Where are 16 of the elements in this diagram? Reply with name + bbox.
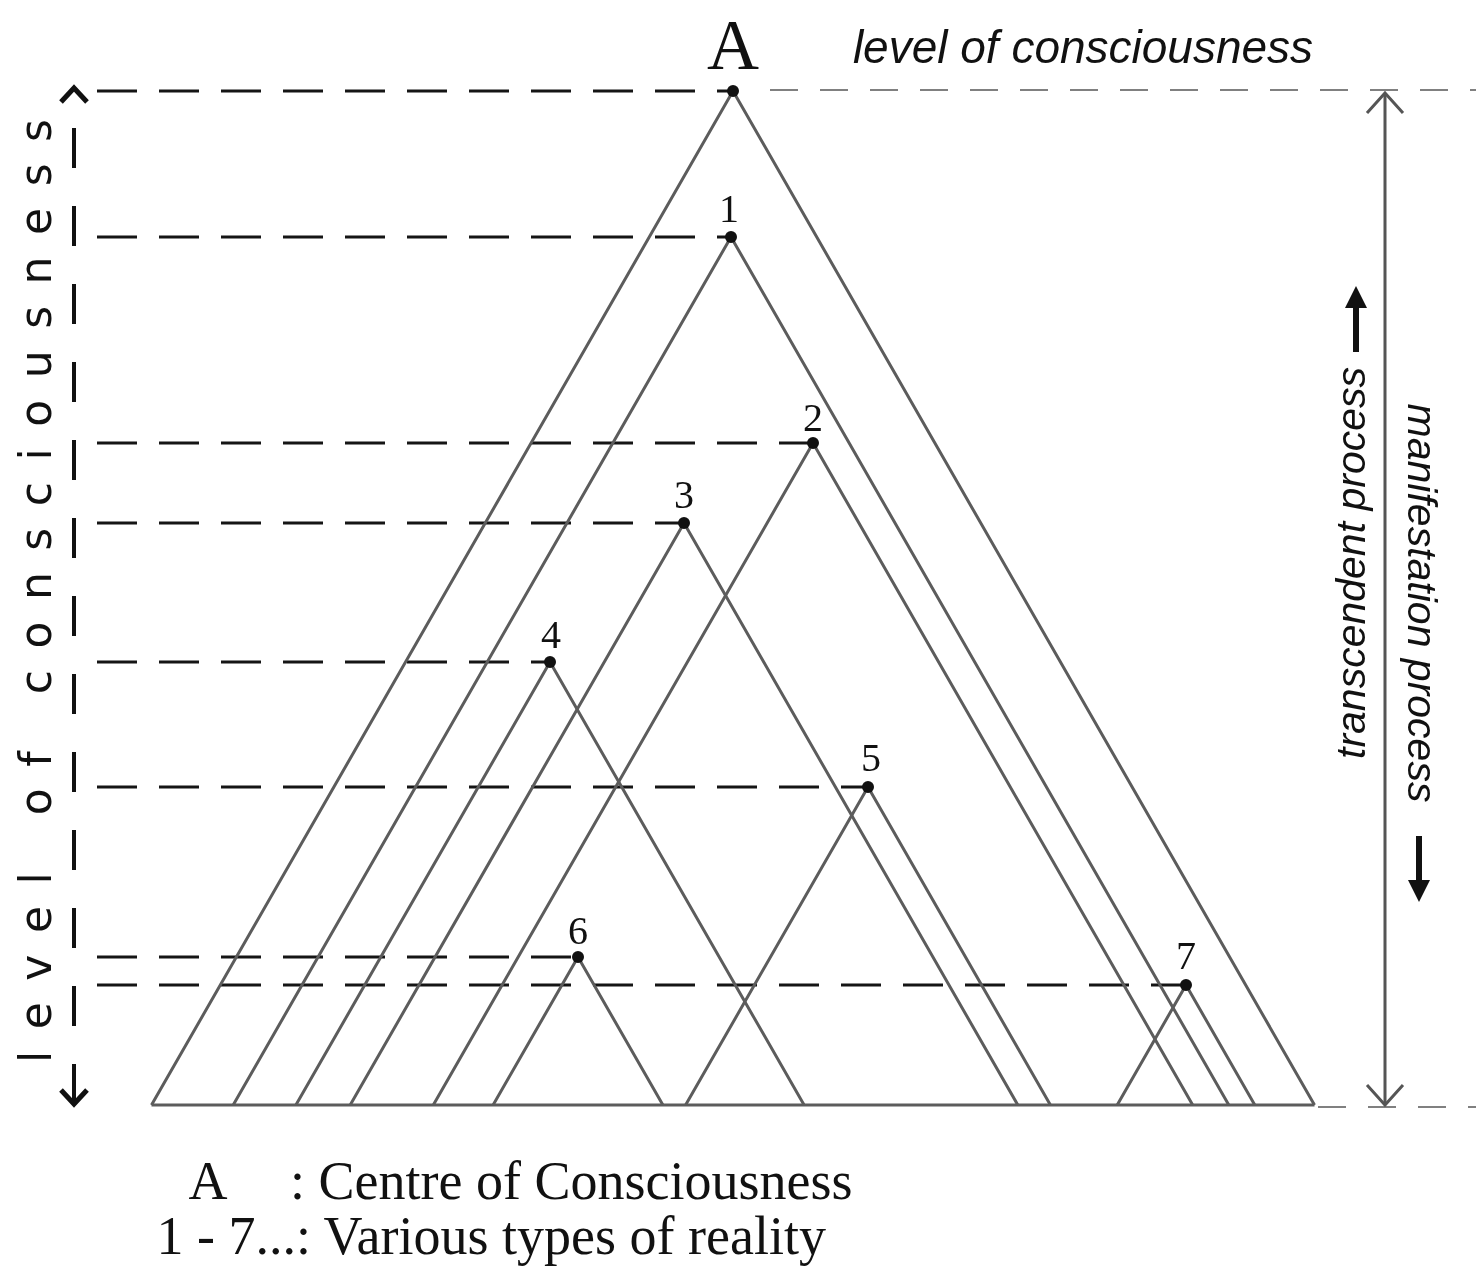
point-number: 6	[568, 910, 588, 952]
legend-text: : Various types of reality	[296, 1207, 826, 1265]
point-number: 2	[803, 397, 823, 439]
process-label: transcendent process	[1330, 367, 1374, 759]
point-number: 5	[861, 737, 881, 779]
axis-label: level of consciousness	[852, 22, 1314, 72]
point-number: 3	[674, 474, 694, 516]
legend-symbol: 1 - 7...	[156, 1207, 296, 1265]
process-label: manifestation process	[1399, 403, 1443, 803]
point-number: 1	[719, 188, 739, 230]
point-number: 4	[541, 614, 561, 656]
axis-label: level of consciousness	[12, 119, 60, 1063]
legend-symbol: A	[188, 1152, 228, 1210]
apex-label: A	[707, 8, 759, 84]
legend-text: : Centre of Consciousness	[290, 1152, 853, 1210]
point-number: 7	[1176, 935, 1196, 977]
